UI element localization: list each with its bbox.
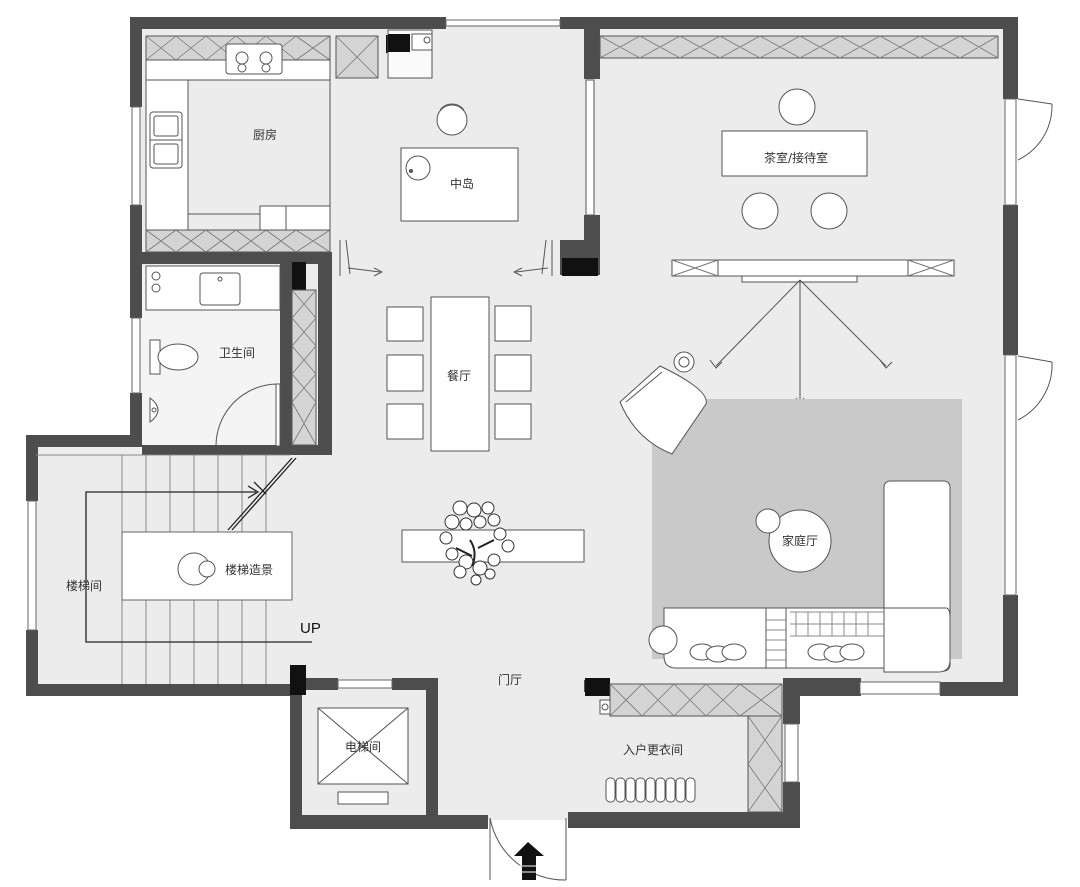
door-swings [489,98,1053,881]
label-tea-room: 茶室/接待室 [764,150,828,165]
tea-seat-icon [741,192,779,230]
dining-chair [386,403,424,440]
label-stair-up: UP [300,620,321,637]
label-dining: 餐厅 [447,368,471,383]
tv-console [671,259,955,277]
label-foyer: 门厅 [498,672,522,687]
dining-chair [494,305,532,342]
toilet-icon [157,343,199,371]
bathroom-fixtures [145,265,281,447]
dining-chair [494,354,532,392]
windows [27,19,1017,783]
tree-icon [439,500,515,586]
planter [401,500,585,586]
island-sink-icon [405,155,431,181]
projection-lines [709,279,893,408]
elevator-door [337,791,389,805]
fridge-icon [388,33,433,52]
tea-seat-icon [778,88,816,126]
dining-furniture [386,296,532,452]
stair-path [85,457,312,643]
side-table-icon [648,625,678,655]
dining-chair [494,403,532,440]
entry-features [317,699,696,805]
label-kitchen: 厨房 [253,127,277,142]
lounge-chair-icon [619,365,707,455]
bar-stool-icon [436,103,468,136]
label-family-room: 家庭厅 [782,533,818,548]
tea-room-furniture [671,88,955,283]
wash-basin-icon [199,272,241,306]
label-entry-cloakroom: 入户更衣间 [623,742,683,757]
tea-seat-icon [810,192,848,230]
family-room-furniture [619,351,951,673]
cooktop-icon [225,43,283,75]
bathroom-door-swing [215,383,279,447]
label-bathroom: 卫生间 [219,346,255,360]
dining-table [430,296,490,452]
columns [290,35,610,696]
stool-icon [755,508,781,534]
label-stair-hall: 楼梯间 [66,578,102,593]
label-stair-feature: 楼梯造景 [225,562,273,577]
cushion-icon [721,643,747,661]
tea-table [721,130,868,177]
shoe-rack-icon [605,777,696,803]
sliding-doors [339,79,595,277]
cushion-icon [839,643,865,661]
entrance-arrow-icon [514,842,544,880]
kitchen-fixtures [145,29,433,231]
label-elevator: 电梯间 [345,740,381,754]
dining-chair [386,306,424,342]
label-kitchen-island: 中岛 [450,176,474,191]
dining-chair [386,354,424,392]
walls [26,17,1018,829]
coffee-table-icon [768,509,832,573]
feature-stone-icon [198,560,216,578]
